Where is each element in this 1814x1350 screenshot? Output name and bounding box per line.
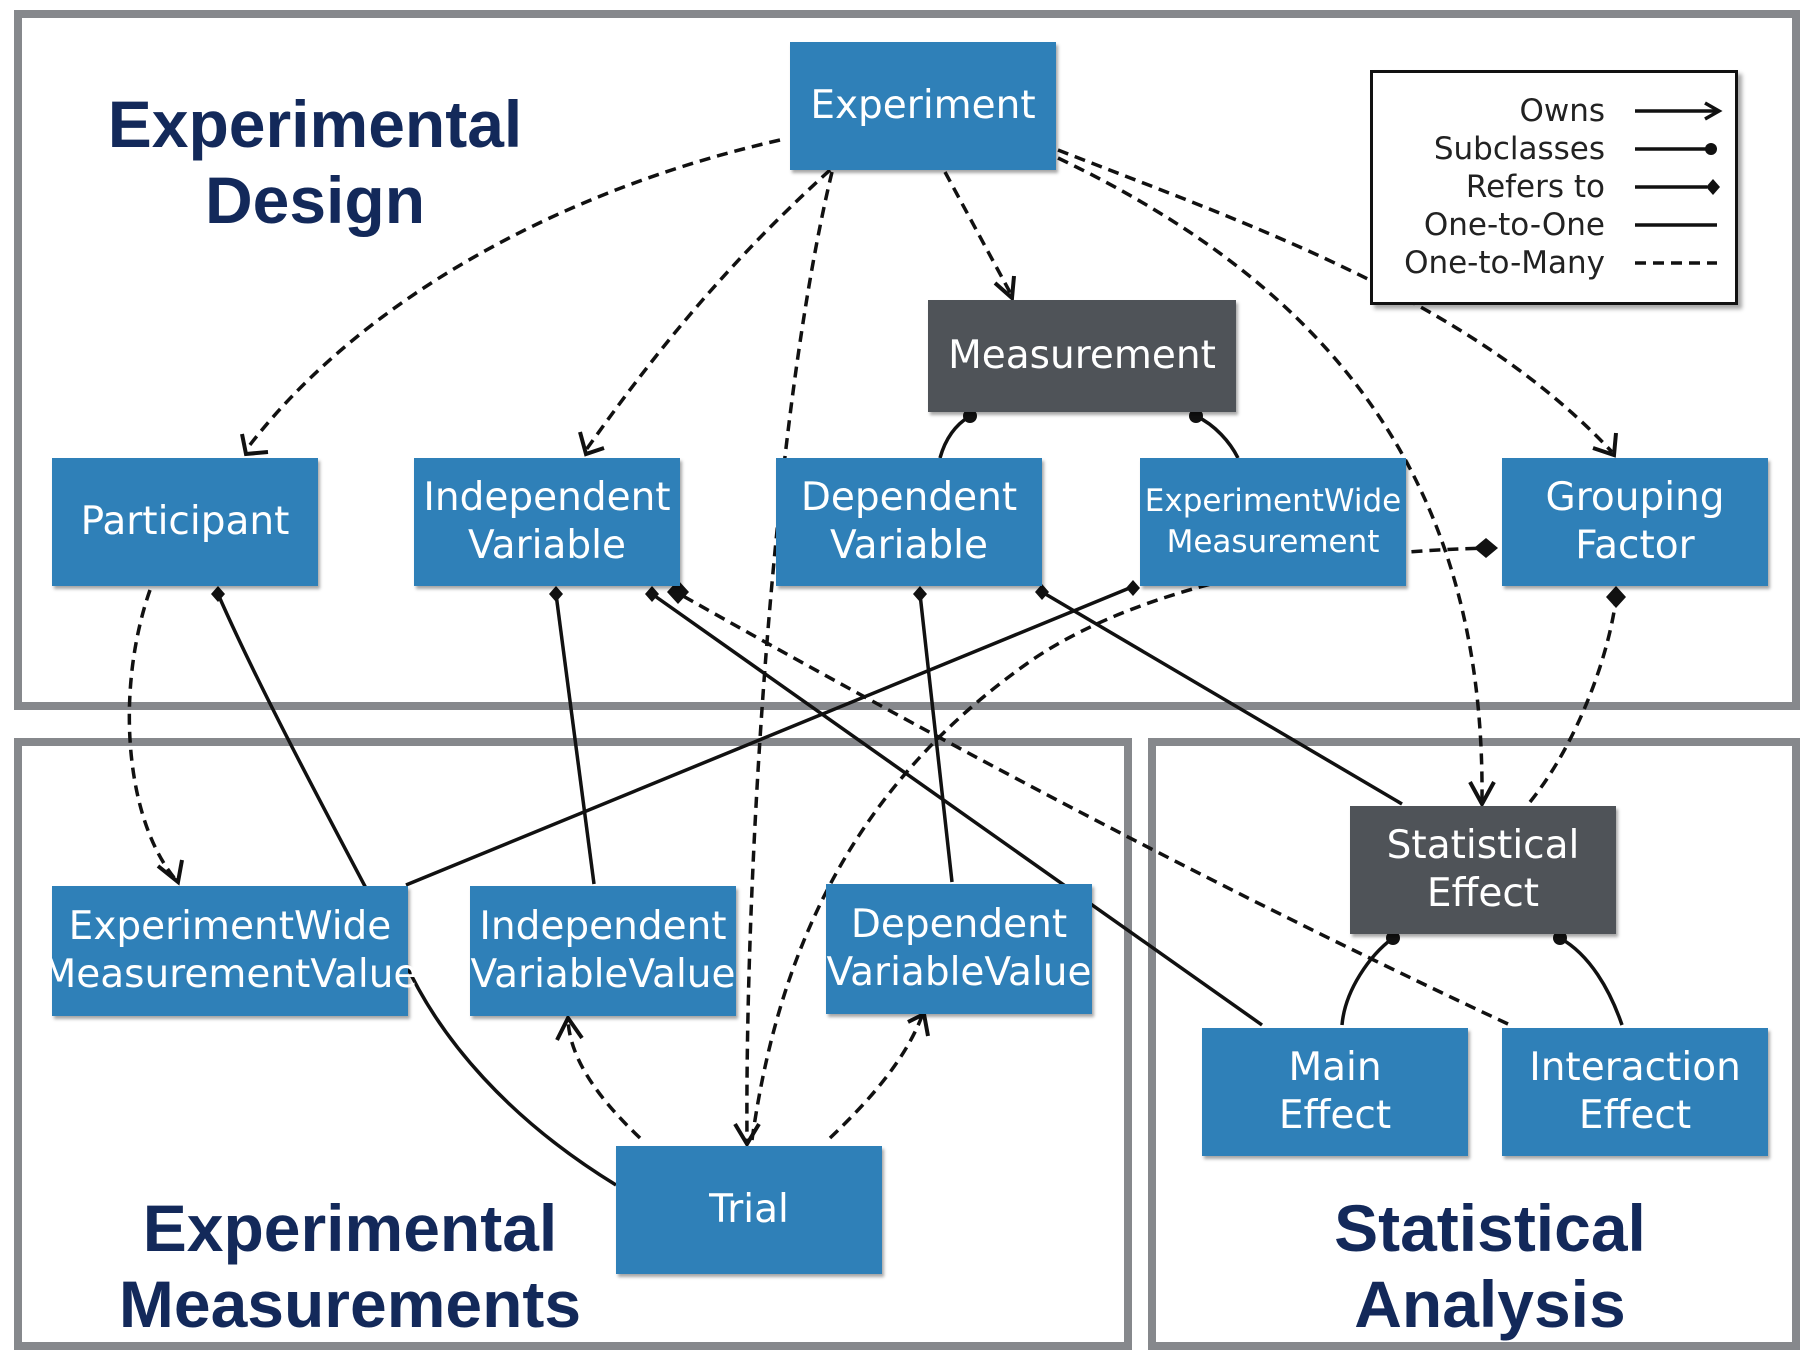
- node-statistical-effect[interactable]: Statistical Effect: [1350, 806, 1616, 934]
- node-experiment-label: Experiment: [810, 83, 1036, 128]
- node-measurement[interactable]: Measurement: [928, 300, 1236, 412]
- region-experimental-measurements: [14, 738, 1132, 1350]
- link-interaction-effect-statistical-effect: [1559, 936, 1624, 1026]
- ref-diamond-grouping-factor-stat: [1606, 586, 1626, 608]
- ref-diamond-experimentwide-measurement: [1126, 580, 1140, 596]
- node-independent-variable-label: Independent Variable: [423, 475, 671, 568]
- link-experiment-independent-variable: [584, 168, 832, 452]
- arrowhead-trial: [733, 1122, 761, 1148]
- node-measurement-label: Measurement: [948, 333, 1216, 378]
- legend-refers-to-diamond: [1706, 179, 1720, 195]
- link-statistical-effect-dependent-variable: [1041, 590, 1403, 806]
- legend-symbols: [1635, 101, 1723, 265]
- node-dependent-variable-label: Dependent Variable: [800, 475, 1018, 568]
- link-experimentwide-measurement-measurement: [1195, 414, 1240, 459]
- node-participant[interactable]: Participant: [52, 458, 318, 586]
- arrowhead-statistical-effect: [1468, 781, 1496, 809]
- ref-diamond-independent-variable-main: [645, 586, 659, 602]
- region-title-experimental-measurements: Experimental Measurements: [118, 1191, 582, 1341]
- link-trial-independent-value: [566, 1019, 642, 1140]
- ref-diamond-participant: [211, 586, 225, 602]
- node-dependent-variable[interactable]: Dependent Variable: [776, 458, 1042, 586]
- link-independent-value-independent-variable: [554, 593, 596, 885]
- ref-diamond-dependent-variable: [913, 586, 927, 602]
- subclass-dot-experimentwide-measurement: [1189, 409, 1203, 423]
- region-experimental-design: [14, 10, 1800, 710]
- region-title-experimental-design: Experimental Design: [107, 87, 523, 237]
- link-dependent-value-dependent-variable: [918, 593, 954, 883]
- legend-one-to-many-label: One-to-Many: [1404, 245, 1605, 281]
- link-trial-dependent-value: [828, 1015, 924, 1140]
- node-experiment[interactable]: Experiment: [790, 42, 1056, 170]
- arrowhead-grouping-factor: [1592, 432, 1618, 458]
- legend-one-to-one-label: One-to-One: [1423, 207, 1605, 243]
- arrowhead-participant: [240, 433, 269, 457]
- ref-diamond-independent-variable: [549, 586, 563, 602]
- arrowhead-dependent-value: [907, 1011, 930, 1037]
- subclass-dot-interaction-effect: [1553, 931, 1567, 945]
- link-main-effect-independent-variable: [650, 592, 1264, 1027]
- legend-owns-arrowhead: [1704, 101, 1723, 121]
- node-trial[interactable]: Trial: [616, 1146, 882, 1274]
- link-interaction-effect-independent-variable: [675, 590, 1509, 1026]
- arrowhead-independent-variable: [578, 431, 605, 457]
- ref-diamond-dependent-variable-stat: [1035, 584, 1049, 600]
- link-participant-experimentwide-value: [127, 589, 178, 882]
- node-independent-variable[interactable]: Independent Variable: [414, 458, 680, 586]
- node-experimentwide-measurement[interactable]: ExperimentWide Measurement: [1140, 458, 1406, 586]
- link-experiment-trial: [745, 171, 834, 1141]
- node-trial-label: Trial: [709, 1187, 789, 1232]
- node-experimentwide-measurement-value[interactable]: ExperimentWide MeasurementValue: [43, 886, 417, 1016]
- node-experimentwide-measurement-value-label: ExperimentWide MeasurementValue: [42, 904, 418, 997]
- legend-refers-to-label: Refers to: [1465, 169, 1605, 205]
- node-main-effect-label: Main Effect: [1278, 1045, 1392, 1138]
- link-experiment-statistical-effect: [1057, 156, 1484, 801]
- legend-owns-label: Owns: [1519, 93, 1605, 129]
- arrowhead-independent-value: [555, 1014, 584, 1041]
- subclass-dot-main-effect: [1386, 931, 1400, 945]
- node-grouping-factor[interactable]: Grouping Factor: [1502, 458, 1768, 586]
- region-title-statistical-analysis: Statistical Analysis: [1334, 1191, 1646, 1341]
- link-experiment-grouping-factor: [1057, 148, 1614, 454]
- legend-subclasses-dot: [1705, 143, 1717, 155]
- link-statistical-effect-grouping-factor: [1528, 597, 1618, 804]
- node-interaction-effect-label: Interaction Effect: [1529, 1045, 1741, 1138]
- region-statistical-analysis: [1148, 738, 1800, 1350]
- node-participant-label: Participant: [80, 499, 290, 544]
- link-experiment-measurement: [943, 171, 1014, 297]
- node-independent-variable-value[interactable]: Independent VariableValue: [470, 886, 736, 1016]
- arrowhead-measurement: [993, 275, 1016, 303]
- ref-diamond-grouping-factor-trial: [1474, 538, 1498, 558]
- node-experimentwide-measurement-label: ExperimentWide Measurement: [1144, 483, 1402, 560]
- node-interaction-effect[interactable]: Interaction Effect: [1502, 1028, 1768, 1156]
- link-experimentwide-value-experimentwide-measurement: [405, 585, 1133, 887]
- legend: Owns Subclasses Refers to One-to-One One…: [1370, 70, 1738, 305]
- subclass-dot-dependent-variable: [963, 409, 977, 423]
- node-statistical-effect-label: Statistical Effect: [1386, 823, 1580, 916]
- node-grouping-factor-label: Grouping Factor: [1545, 475, 1725, 568]
- link-experiment-participant: [244, 138, 781, 452]
- arrowhead-experimentwide-value: [156, 859, 184, 886]
- node-main-effect[interactable]: Main Effect: [1202, 1028, 1468, 1156]
- node-dependent-variable-value-label: Dependent VariableValue: [826, 902, 1092, 995]
- legend-subclasses-label: Subclasses: [1433, 131, 1605, 167]
- ref-diamond-independent-variable-interaction: [667, 580, 689, 604]
- node-dependent-variable-value[interactable]: Dependent VariableValue: [826, 884, 1092, 1014]
- node-independent-variable-value-label: Independent VariableValue: [470, 904, 736, 997]
- link-dependent-variable-measurement: [938, 414, 971, 459]
- link-main-effect-statistical-effect: [1340, 936, 1395, 1026]
